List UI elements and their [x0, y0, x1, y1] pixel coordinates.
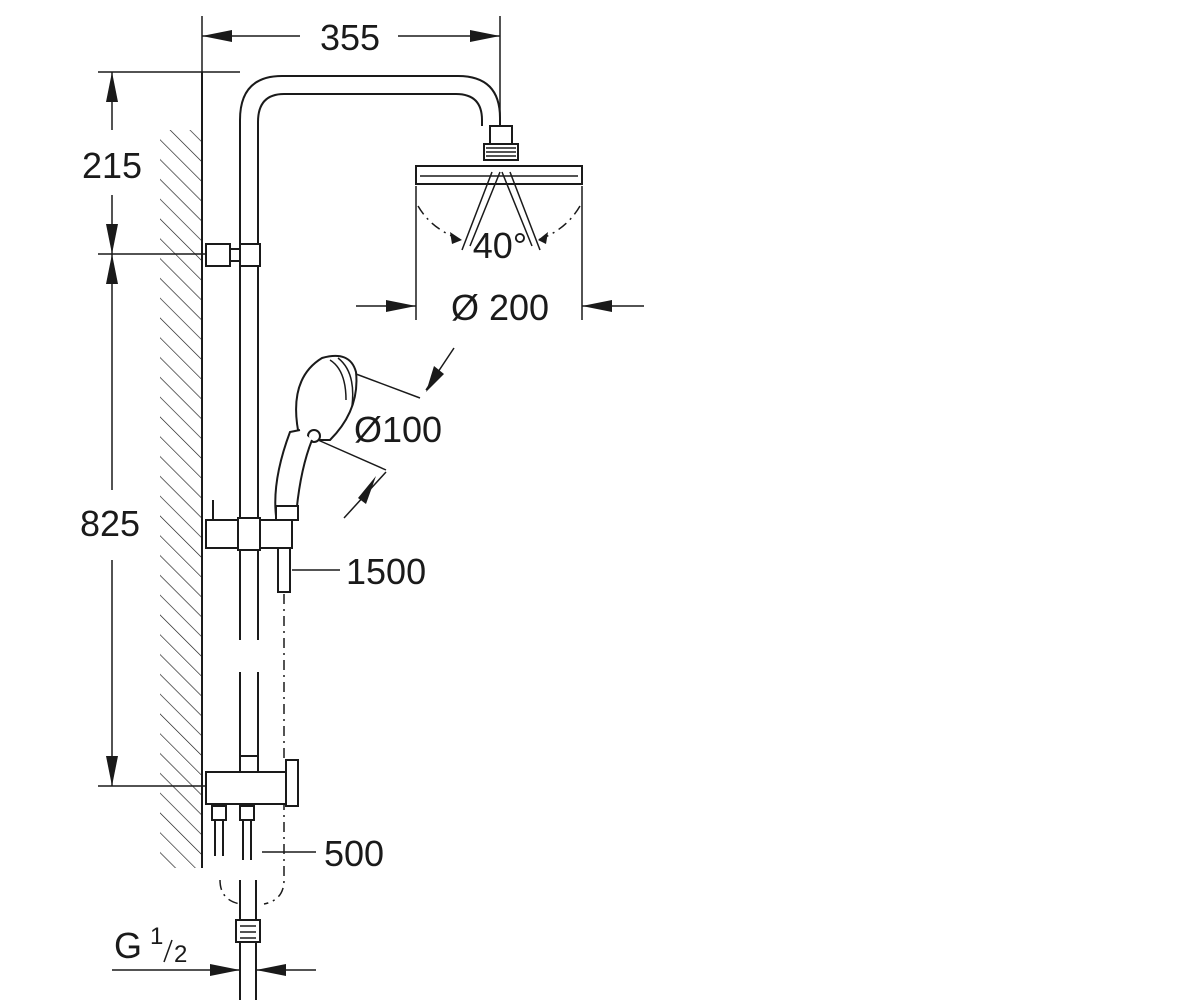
dim-label-top-width: 355 — [320, 17, 380, 58]
dim-label-hand-diameter: Ø100 — [354, 409, 442, 450]
dimension-hand-diameter: Ø100 — [317, 347, 455, 519]
dimension-hose-length: 1500 — [292, 551, 426, 592]
dim-label-head-diameter: Ø 200 — [451, 287, 549, 328]
hose — [219, 594, 285, 905]
diverter-body — [205, 755, 299, 860]
dim-label-top-height: 215 — [82, 145, 142, 186]
dimension-outlet-length: 500 — [262, 833, 384, 874]
hand-shower — [274, 354, 358, 521]
dimension-thread: G 1 2 — [112, 923, 316, 976]
dimension-head-diameter: Ø 200 — [356, 287, 644, 328]
dim-label-thread-prefix: G — [114, 925, 142, 966]
dimension-top-width: 355 — [201, 16, 501, 120]
dim-label-hose-length: 1500 — [346, 551, 426, 592]
slider-holder — [205, 500, 293, 593]
dim-label-thread-numerator: 1 — [150, 923, 163, 950]
outlet-fitting — [235, 880, 261, 1000]
shower-head — [415, 125, 583, 320]
riser-pipe — [239, 75, 501, 770]
dim-label-thread-denominator: 2 — [174, 941, 187, 968]
wall-bracket-top — [205, 243, 261, 267]
dim-label-outlet-length: 500 — [324, 833, 384, 874]
dimension-vertical: 215 825 — [80, 71, 240, 787]
wall — [160, 72, 203, 868]
dim-label-rail-height: 825 — [80, 503, 140, 544]
dim-label-spray-angle: 40° — [473, 225, 527, 266]
